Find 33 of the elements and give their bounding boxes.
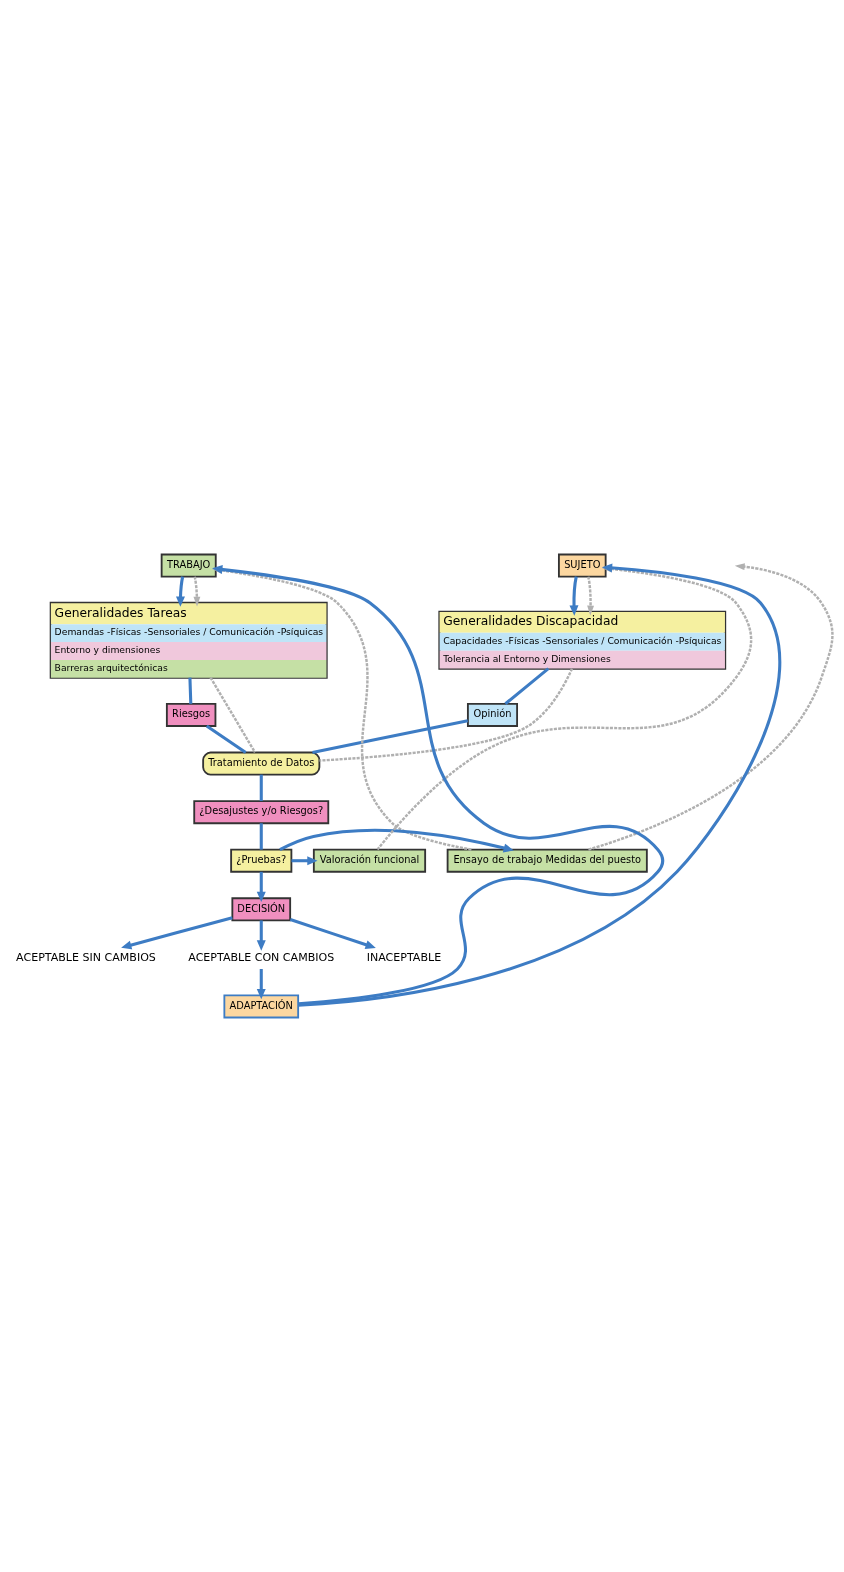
arrow bbox=[256, 871, 266, 903]
arrow bbox=[256, 920, 266, 951]
node-box: ¿Pruebas? bbox=[230, 848, 293, 873]
connector bbox=[259, 823, 263, 850]
node-box: Tratamiento de Datos bbox=[202, 751, 321, 776]
node-box: Ensayo de trabajo Medidas del puesto bbox=[446, 848, 648, 873]
node-box: Opinión bbox=[466, 703, 518, 727]
connector bbox=[209, 676, 256, 753]
connector bbox=[504, 667, 550, 705]
arrow bbox=[587, 576, 595, 616]
connector bbox=[312, 719, 469, 754]
arrow bbox=[256, 969, 266, 1000]
node-text: ACEPTABLE CON CAMBIOS bbox=[188, 950, 335, 964]
connector bbox=[188, 677, 193, 704]
node-box: ADAPTACIÓN bbox=[223, 994, 300, 1019]
node-box: Valoración funcional bbox=[312, 848, 427, 873]
arrow bbox=[291, 856, 318, 866]
node-text: ACEPTABLE SIN CAMBIOS bbox=[16, 950, 156, 964]
connector bbox=[205, 724, 247, 754]
node-box: SUJETO bbox=[558, 553, 607, 578]
arrow bbox=[289, 918, 376, 949]
arrow bbox=[193, 576, 201, 607]
arrow bbox=[121, 916, 233, 950]
node-box: DECISIÓN bbox=[231, 897, 292, 922]
node-text: INACEPTABLE bbox=[366, 950, 442, 964]
arrow bbox=[279, 828, 514, 853]
node-box: TRABAJO bbox=[160, 553, 217, 578]
arrow bbox=[569, 576, 579, 616]
node-box: Riesgos bbox=[165, 703, 217, 727]
connector bbox=[319, 668, 574, 762]
node-box: ¿Desajustes y/o Riesgos? bbox=[193, 800, 330, 825]
connector bbox=[259, 774, 263, 802]
arrow bbox=[175, 576, 185, 607]
